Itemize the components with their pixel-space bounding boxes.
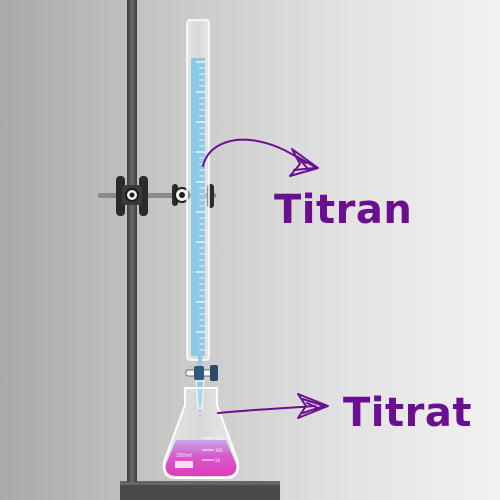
stopcock bbox=[185, 365, 218, 381]
titrat-arrow bbox=[217, 393, 329, 419]
titran-arrow bbox=[202, 138, 319, 177]
flask-graduations: 150 100 50 bbox=[202, 436, 223, 463]
flask-graduation-50: 50 bbox=[215, 458, 221, 463]
erlenmeyer-flask: 250ml 150 100 50 bbox=[162, 387, 240, 479]
flask-graduation-150: 150 bbox=[215, 436, 223, 441]
stand-base bbox=[120, 481, 280, 500]
flask-volume-label: 250ml bbox=[176, 453, 192, 459]
stand-rod bbox=[127, 0, 137, 482]
titrant-liquid bbox=[191, 58, 205, 356]
flask-graduation-100: 100 bbox=[215, 448, 223, 453]
burette-scale bbox=[196, 61, 205, 351]
burette bbox=[185, 19, 218, 409]
titran-label: Titran bbox=[274, 187, 413, 233]
titrat-label: Titrat bbox=[343, 390, 472, 436]
